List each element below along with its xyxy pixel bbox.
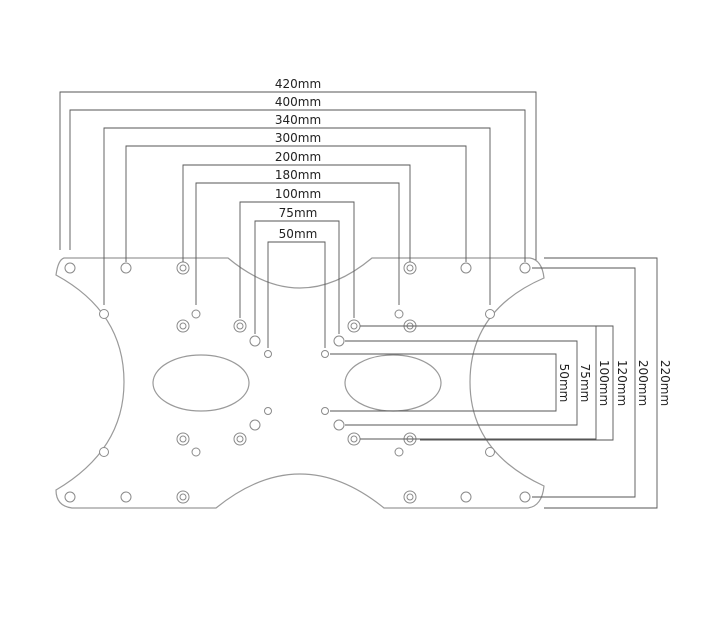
label-400: 400mm <box>275 95 321 109</box>
dim-line-100 <box>239 201 355 318</box>
label-v75: 75mm <box>578 364 592 403</box>
hole <box>321 407 329 415</box>
label-420: 420mm <box>275 77 321 91</box>
dim-line-300 <box>125 145 467 262</box>
hole <box>99 309 109 319</box>
label-75: 75mm <box>279 206 318 220</box>
hole <box>394 309 404 319</box>
left-cutout <box>152 354 250 412</box>
hole <box>264 350 272 358</box>
dim-line-v120 <box>420 325 614 441</box>
hole <box>249 335 261 347</box>
label-v120: 120mm <box>615 360 629 406</box>
hole <box>191 309 201 319</box>
hole <box>460 491 472 503</box>
hole <box>64 491 76 503</box>
dim-line-420 <box>59 91 537 260</box>
hole <box>485 447 495 457</box>
dim-line-400 <box>69 109 526 262</box>
dim-line-v200 <box>532 267 636 498</box>
hole <box>264 407 272 415</box>
hole <box>249 419 261 431</box>
hole <box>519 491 531 503</box>
label-200: 200mm <box>275 150 321 164</box>
hole <box>120 262 132 274</box>
label-v50: 50mm <box>557 364 571 403</box>
label-340: 340mm <box>275 113 321 127</box>
hole <box>394 447 404 457</box>
dim-line-v75 <box>345 340 578 426</box>
dim-line-180 <box>195 182 400 305</box>
dim-line-75 <box>254 220 340 334</box>
label-v100: 100mm <box>597 360 611 406</box>
label-v200: 200mm <box>636 360 650 406</box>
label-100: 100mm <box>275 187 321 201</box>
dim-line-v50 <box>330 353 557 412</box>
hole <box>191 447 201 457</box>
hole <box>485 309 495 319</box>
label-180: 180mm <box>275 168 321 182</box>
hole <box>321 350 329 358</box>
dim-line-200 <box>182 164 411 262</box>
plate-outline <box>55 257 545 509</box>
hole <box>64 262 76 274</box>
hole <box>333 335 345 347</box>
label-300: 300mm <box>275 131 321 145</box>
hole <box>120 491 132 503</box>
dim-line-340 <box>103 127 491 305</box>
vertical-dimension-lines <box>330 257 658 509</box>
dim-line-50 <box>267 241 326 348</box>
hole <box>333 419 345 431</box>
hole <box>99 447 109 457</box>
label-50: 50mm <box>279 227 318 241</box>
hole <box>460 262 472 274</box>
mounting-holes <box>64 261 531 504</box>
label-v220: 220mm <box>658 360 672 406</box>
horizontal-dimension-lines <box>59 91 537 348</box>
hole <box>519 262 531 274</box>
dim-line-v220 <box>544 257 658 509</box>
